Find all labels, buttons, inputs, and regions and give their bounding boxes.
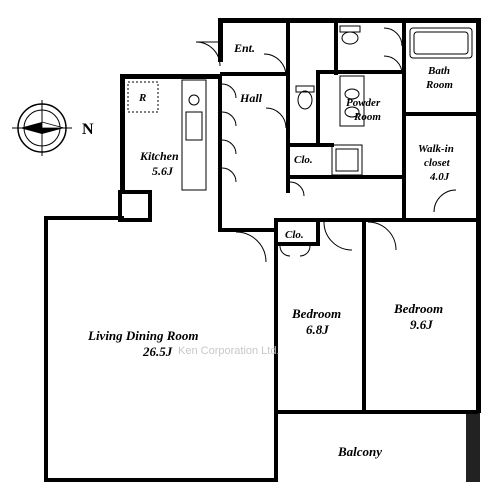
label-closet-2: Clo. [285,229,304,241]
label-kitchen: Kitchen [139,149,179,163]
label-bath-1: Bath [427,65,450,77]
label-walkin-size: 4.0J [429,171,450,183]
label-bedroom-1: Bedroom [291,306,341,321]
label-bath-2: Room [425,79,453,91]
balcony-floor [277,412,467,480]
label-walkin-2: closet [424,157,451,169]
label-living-size: 26.5J [142,344,173,359]
label-closet-1: Clo. [294,154,313,166]
fixtures [80,25,473,481]
label-living: Living Dining Room [87,328,199,343]
balcony-railing [466,410,480,482]
label-powder-1: Powder [346,97,381,109]
watermark: Ken Corporation Ltd. [178,345,280,357]
compass-icon [12,100,72,156]
label-fridge: R [138,92,146,104]
label-powder-2: Room [353,111,381,123]
label-walkin-1: Walk-in [418,143,454,155]
label-bedroom-2-size: 9.6J [410,317,433,332]
label-balcony: Balcony [337,444,382,459]
label-bedroom-1-size: 6.8J [306,322,329,337]
label-hall: Hall [239,91,263,105]
label-kitchen-size: 5.6J [152,164,174,178]
label-bedroom-2: Bedroom [393,301,443,316]
label-entrance: Ent. [233,41,255,55]
compass-north-label: N [82,121,94,138]
